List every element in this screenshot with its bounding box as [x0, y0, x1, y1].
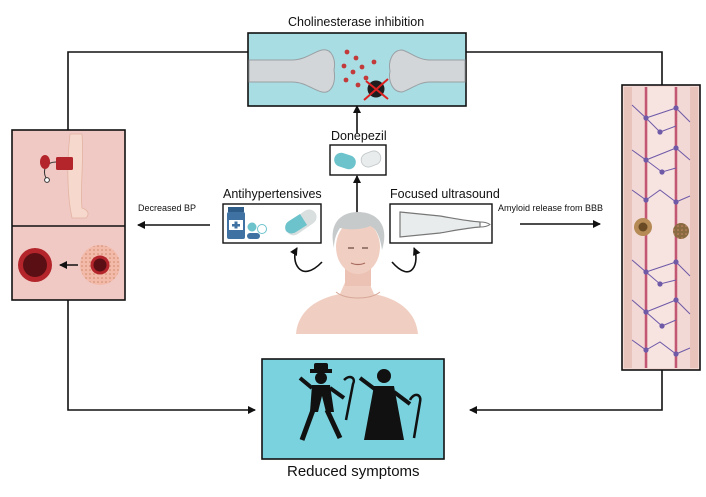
connector-left-to-top	[67, 51, 248, 130]
label-amyloid-release: Amyloid release from BBB	[498, 203, 604, 213]
curve-patient-to-ultrasound	[391, 247, 421, 273]
connector-top-to-right	[466, 51, 663, 85]
curve-patient-to-antihypertensives	[290, 247, 323, 273]
blood-pressure-cuff-icon	[40, 133, 89, 219]
connector-left-to-outcome	[67, 300, 256, 414]
label-antihypertensives: Antihypertensives	[223, 187, 322, 201]
capsule-icon	[285, 209, 317, 236]
dancing-elderly-couple-icon	[298, 363, 422, 441]
capsule-icon	[334, 150, 382, 170]
blood-brain-barrier-panel	[621, 84, 701, 371]
tablets-icon	[247, 222, 267, 239]
elderly-patient-icon	[296, 212, 418, 334]
ultrasound-probe-icon	[399, 211, 491, 238]
blood-vessel-icon	[18, 245, 120, 285]
antihypertensives-box	[222, 203, 322, 244]
pill-bottle-icon	[227, 207, 245, 239]
outcome-panel	[261, 358, 445, 460]
blood-pressure-panel	[11, 129, 126, 301]
label-focused-ultrasound: Focused ultrasound	[390, 187, 500, 201]
amyloid-plaque-icon	[634, 218, 689, 239]
label-cholinesterase-inhibition: Cholinesterase inhibition	[288, 15, 425, 29]
donepezil-box	[329, 144, 387, 176]
connector-lines	[67, 51, 663, 414]
synapse-icon	[248, 49, 466, 101]
connector-right-to-outcome	[469, 370, 663, 414]
neuron-network-icon	[631, 104, 691, 357]
label-decreased-bp: Decreased BP	[138, 203, 197, 213]
synapse-panel	[247, 32, 467, 107]
label-reduced-symptoms: Reduced symptoms	[287, 463, 420, 480]
ultrasound-box	[389, 203, 493, 244]
label-donepezil: Donepezil	[331, 129, 387, 143]
